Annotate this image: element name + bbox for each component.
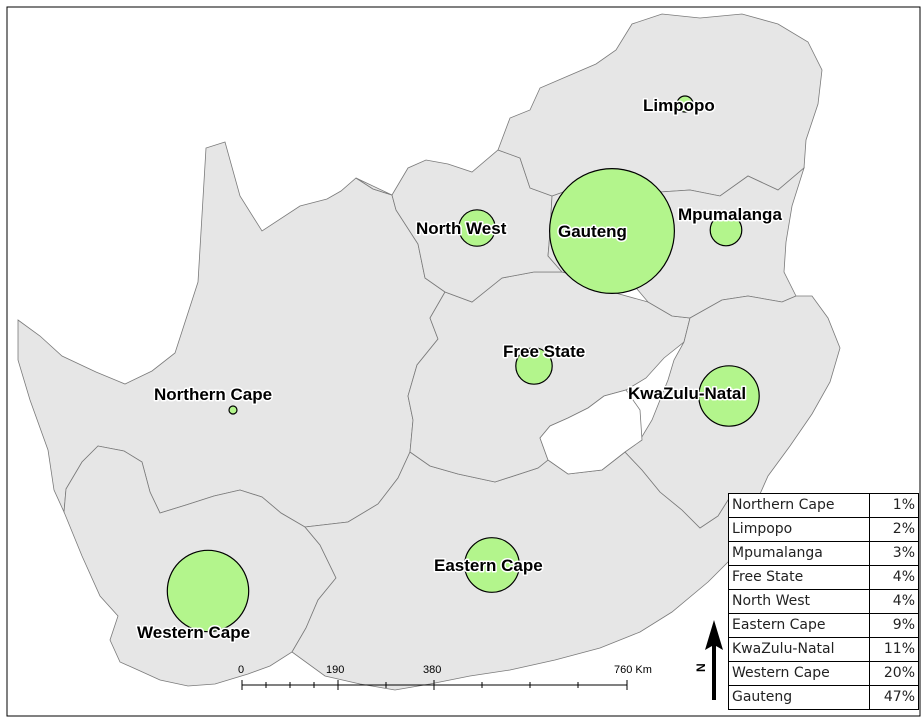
table-cell-share: 3% [868, 541, 920, 566]
bubble-layer [166, 95, 760, 633]
table-cell-share: 47% [868, 685, 920, 710]
bubble-eastern-cape [464, 537, 520, 593]
scale-tick-760: 760 Km [614, 664, 652, 676]
label-north-west: North West [416, 219, 507, 238]
bubble-western-cape [166, 549, 250, 633]
table-cell-share: 9% [868, 613, 920, 638]
label-layer: Limpopo Mpumalanga North West Gauteng Fr… [136, 95, 784, 644]
table-cell-share: 1% [868, 493, 920, 518]
scale-tick-190: 190 [326, 664, 344, 676]
label-eastern-cape: Eastern Cape [434, 556, 543, 575]
table-cell-province: Free State [728, 565, 870, 590]
label-gauteng: Gauteng [558, 222, 627, 241]
bubble-mpumalanga [709, 213, 743, 247]
bubble-gauteng [548, 168, 675, 295]
scale-bar: 0 190 380 760 Km [238, 664, 652, 690]
bubble-limpopo [676, 95, 694, 113]
scale-tick-380: 380 [423, 664, 441, 676]
table-cell-share: 11% [868, 637, 920, 662]
table-cell-province: North West [728, 589, 870, 614]
label-free-state: Free State [503, 342, 585, 361]
lesotho-enclave [539, 389, 643, 475]
bubble-free-state [515, 347, 553, 385]
label-limpopo: Limpopo [643, 96, 715, 115]
table-cell-province: Gauteng [728, 685, 870, 710]
bubble-kwazulu-natal [698, 365, 760, 427]
table-cell-province: Western Cape [728, 661, 870, 686]
north-arrow-icon [705, 620, 723, 700]
table-cell-province: Eastern Cape [728, 613, 870, 638]
table-cell-share: 20% [868, 661, 920, 686]
label-mpumalanga: Mpumalanga [678, 205, 782, 224]
label-northern-cape: Northern Cape [154, 385, 272, 404]
table-cell-province: KwaZulu-Natal [728, 637, 870, 662]
label-western-cape: Western Cape [137, 623, 250, 642]
scale-tick-0: 0 [238, 664, 244, 676]
north-arrow: N [694, 620, 723, 700]
table-cell-share: 4% [868, 589, 920, 614]
north-arrow-label: N [694, 663, 708, 672]
table-cell-share: 4% [868, 565, 920, 590]
table-cell-share: 2% [868, 517, 920, 542]
table-cell-province: Limpopo [728, 517, 870, 542]
bubble-north-west [458, 209, 496, 247]
bubble-northern-cape [228, 405, 238, 415]
label-kwazulu-natal: KwaZulu-Natal [628, 384, 746, 403]
table-cell-province: Mpumalanga [728, 541, 870, 566]
table-cell-province: Northern Cape [728, 493, 870, 518]
